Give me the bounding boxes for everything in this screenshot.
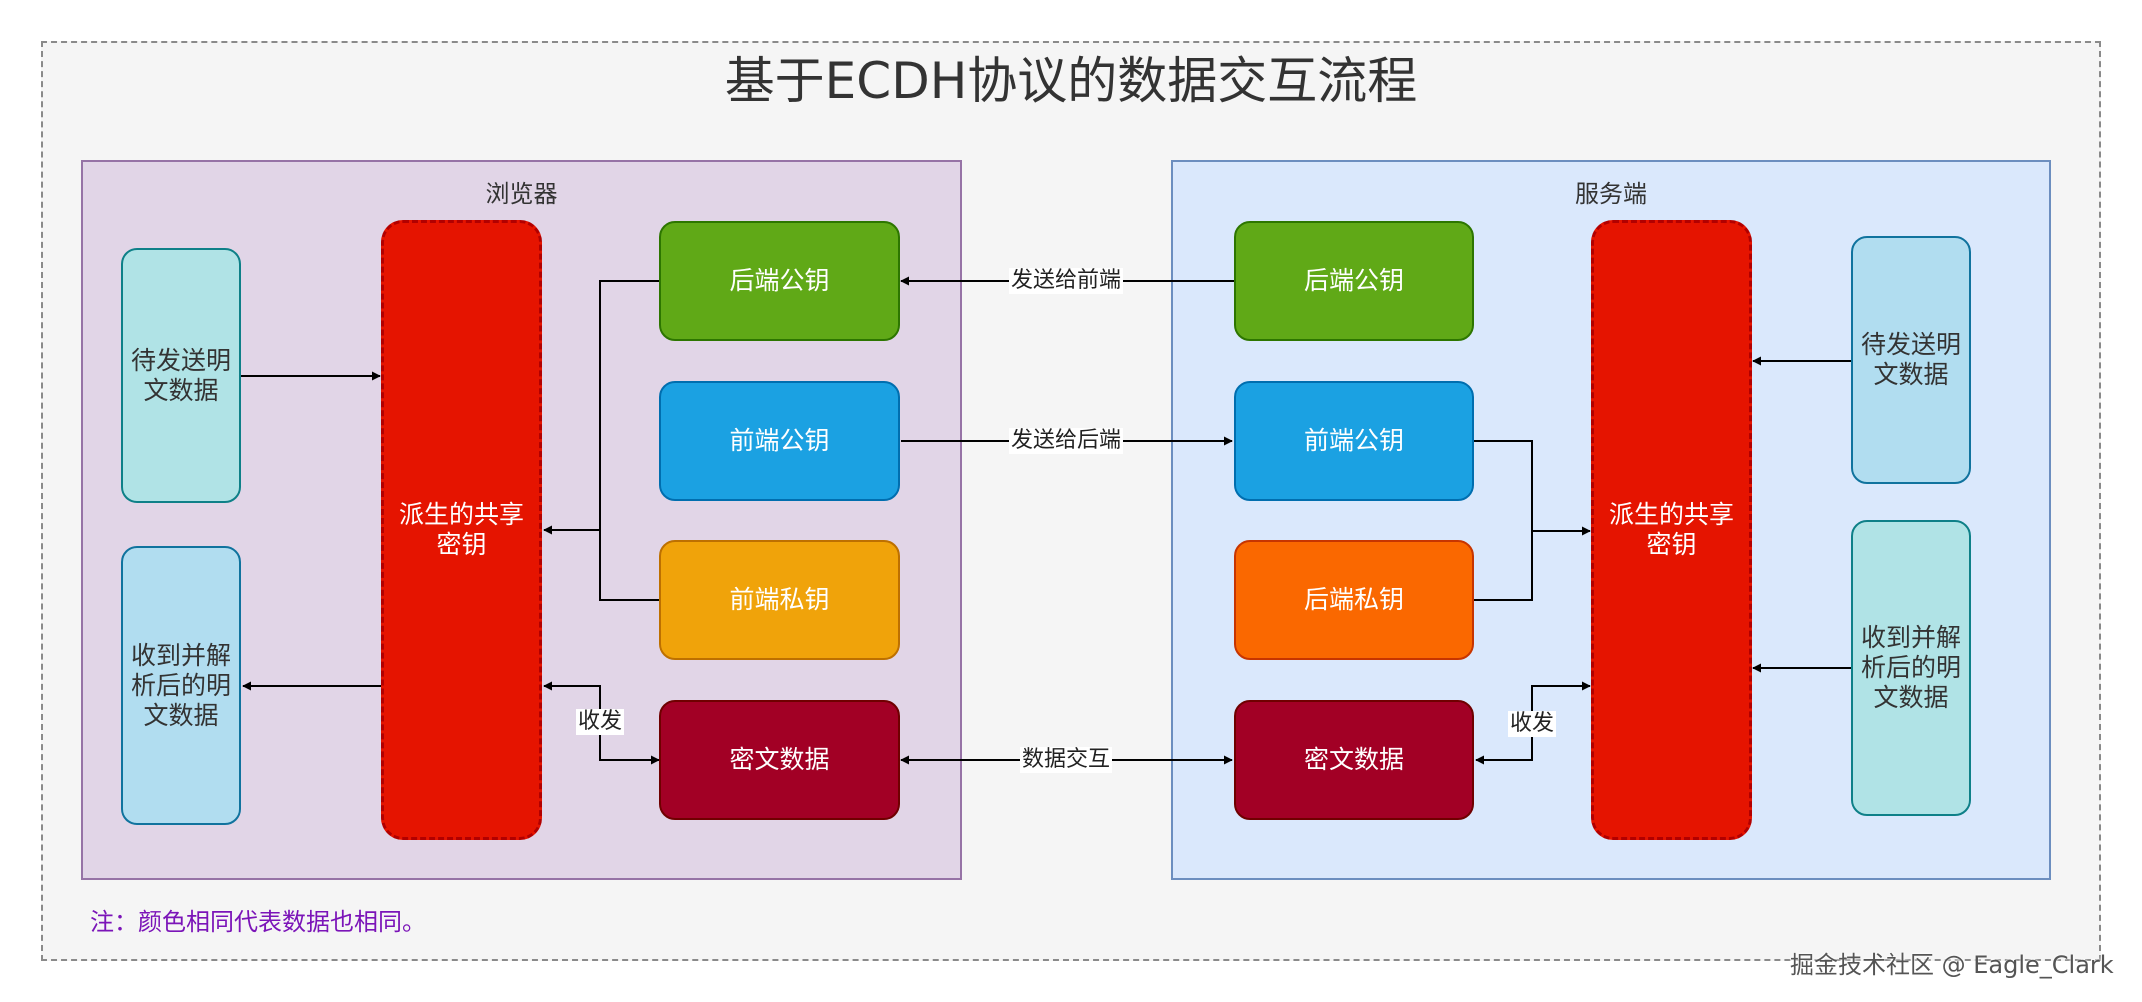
browser-panel-title: 浏览器 (485, 180, 558, 208)
edge-frontend-privkey-to-shared (599, 530, 659, 601)
watermark: 掘金技术社区 @ Eagle_Clark (1790, 951, 2114, 979)
edge-label-send-to-backend: 发送给后端 (1008, 428, 1124, 454)
server-backend-public-key: 后端公钥 (1234, 221, 1474, 341)
edge-label-server-send-receive: 收发 (1507, 711, 1557, 737)
edge-label-send-to-frontend: 发送给前端 (1008, 268, 1124, 294)
server-shared-key: 派生的共享密钥 (1591, 220, 1752, 840)
server-received-parsed: 收到并解析后的明文数据 (1851, 520, 1971, 816)
browser-received-parsed: 收到并解析后的明文数据 (121, 546, 241, 825)
edge-backend-pubkey-to-shared (543, 280, 659, 535)
diagram-title: 基于ECDH协议的数据交互流程 (724, 52, 1418, 110)
server-frontend-public-key: 前端公钥 (1234, 381, 1474, 501)
server-plaintext-to-send: 待发送明文数据 (1851, 236, 1971, 484)
edge-backend-privkey-to-shared (1474, 531, 1533, 601)
browser-backend-public-key: 后端公钥 (659, 221, 900, 341)
browser-plaintext-to-send: 待发送明文数据 (121, 248, 241, 503)
footnote: 注：颜色相同代表数据也相同。 (90, 908, 426, 936)
server-backend-private-key: 后端私钥 (1234, 540, 1474, 660)
browser-frontend-public-key: 前端公钥 (659, 381, 900, 501)
edge-frontend-pubkey-to-shared (1474, 440, 1591, 536)
edge-label-browser-send-receive: 收发 (575, 709, 625, 735)
browser-ciphertext: 密文数据 (659, 700, 900, 820)
server-panel-title: 服务端 (1575, 180, 1647, 208)
browser-frontend-private-key: 前端私钥 (659, 540, 900, 660)
server-ciphertext: 密文数据 (1234, 700, 1474, 820)
edge-label-data-exchange: 数据交互 (1019, 747, 1113, 773)
browser-shared-key: 派生的共享密钥 (381, 220, 542, 840)
